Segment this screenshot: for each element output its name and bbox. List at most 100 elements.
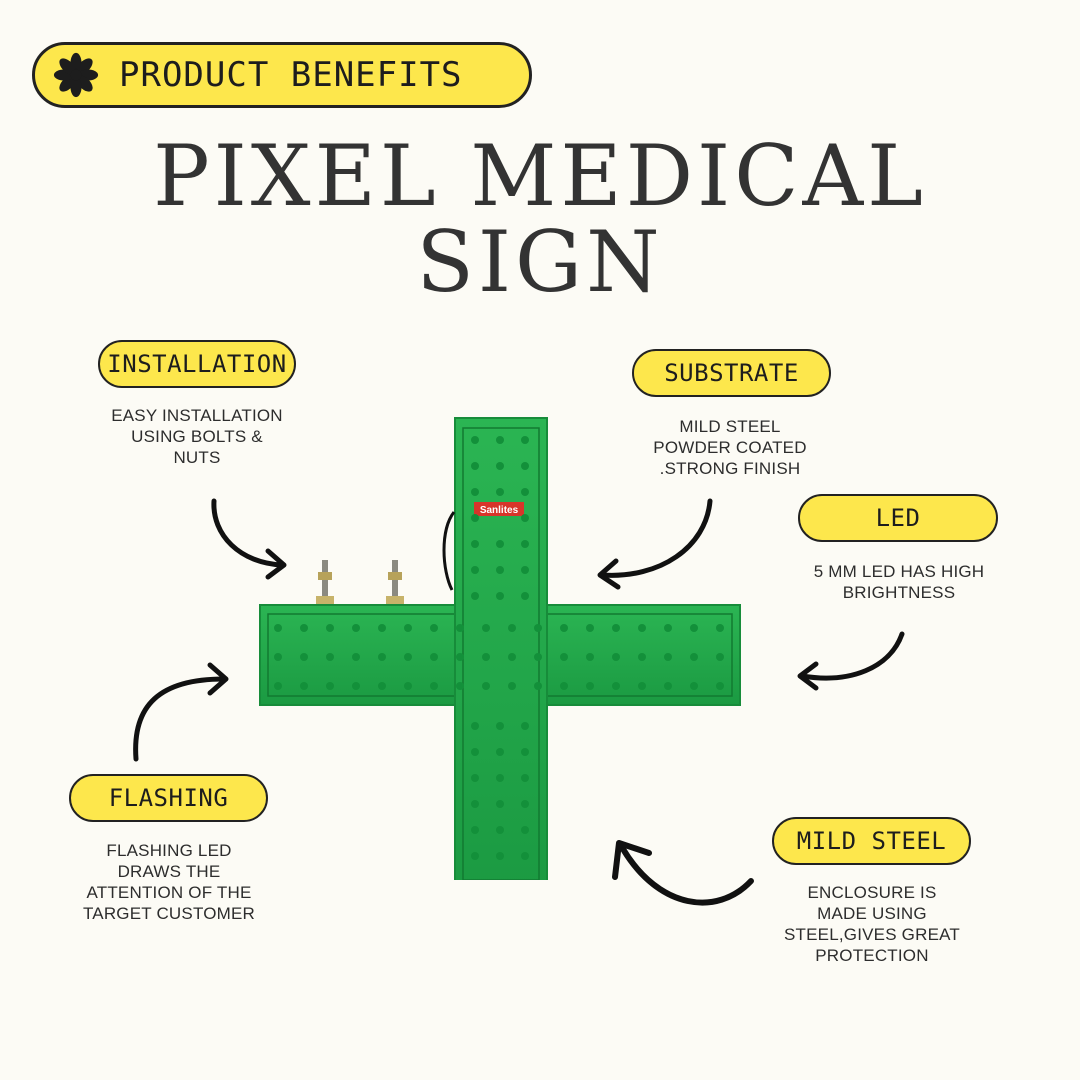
led-dot [521, 436, 529, 444]
header-label: PRODUCT BENEFITS [119, 55, 463, 95]
brand-label-bg [474, 502, 524, 516]
led-badge: LED [798, 494, 998, 542]
flashing-desc-line: TARGET CUSTOMER [82, 904, 256, 923]
installation-desc-line: USING BOLTS & [131, 427, 263, 446]
flashing-desc-line: DRAWS THE [117, 862, 221, 881]
mild-steel-arrow-icon [612, 840, 754, 906]
led-dot [471, 488, 479, 496]
led-desc-line: 5 MM LED HAS HIGH [813, 562, 985, 581]
led-dot [378, 682, 386, 690]
led-dot [690, 653, 698, 661]
led-dot [430, 624, 438, 632]
led-dot [482, 682, 490, 690]
led-dot [352, 682, 360, 690]
led-dot [521, 722, 529, 730]
led-dot [716, 624, 724, 632]
substrate-label: SUBSTRATE [664, 359, 799, 387]
substrate-description: MILD STEEL POWDER COATED .STRONG FINISH [630, 416, 830, 479]
led-dot [716, 653, 724, 661]
mild-steel-description: ENCLOSURE IS MADE USING STEEL,GIVES GREA… [766, 882, 978, 966]
led-dot [496, 540, 504, 548]
led-dot [456, 653, 464, 661]
led-dot [664, 624, 672, 632]
mild-steel-label: MILD STEEL [796, 827, 947, 855]
led-dot [300, 682, 308, 690]
led-dot [482, 653, 490, 661]
led-dot [404, 653, 412, 661]
led-dot [430, 682, 438, 690]
led-dot [471, 722, 479, 730]
mounting-bolt-2 [386, 560, 404, 604]
led-dot [300, 624, 308, 632]
led-dot [638, 624, 646, 632]
led-dot [586, 624, 594, 632]
led-dot [496, 722, 504, 730]
led-dot [638, 653, 646, 661]
led-dot [300, 653, 308, 661]
led-dot [352, 653, 360, 661]
brand-label: Sanlites [480, 505, 519, 516]
led-dot [612, 653, 620, 661]
led-dot [496, 436, 504, 444]
led-dot [496, 774, 504, 782]
led-dot [274, 624, 282, 632]
substrate-badge: SUBSTRATE [632, 349, 831, 397]
led-dot [716, 682, 724, 690]
led-dot [586, 682, 594, 690]
led-dot [471, 514, 479, 522]
led-dot [664, 653, 672, 661]
led-dot [521, 826, 529, 834]
substrate-desc-line: .STRONG FINISH [659, 459, 801, 478]
led-dot [471, 566, 479, 574]
flashing-label: FLASHING [108, 784, 229, 812]
mild-steel-desc-line: PROTECTION [815, 946, 929, 965]
led-dot [521, 488, 529, 496]
led-desc-line: BRIGHTNESS [842, 583, 956, 602]
installation-label: INSTALLATION [107, 350, 287, 378]
medical-cross-sign: Sanlites [259, 417, 741, 880]
flashing-arrow-icon [133, 662, 229, 762]
installation-desc-line: EASY INSTALLATION [111, 406, 283, 425]
led-dot [521, 774, 529, 782]
substrate-desc-line: MILD STEEL [679, 417, 781, 436]
led-dot [471, 592, 479, 600]
led-dot [560, 682, 568, 690]
led-dot [326, 682, 334, 690]
flashing-desc-line: FLASHING LED [106, 841, 232, 860]
led-dot [471, 800, 479, 808]
led-dot [274, 653, 282, 661]
page-title-line-2: SIGN [416, 213, 664, 311]
mounting-bolt-1 [316, 560, 334, 604]
mild-steel-desc-line: ENCLOSURE IS [807, 883, 937, 902]
led-dot [586, 653, 594, 661]
led-dot [378, 624, 386, 632]
led-dot [496, 488, 504, 496]
led-dot [482, 624, 490, 632]
led-dot [471, 852, 479, 860]
flower-icon [53, 52, 99, 98]
led-dot [521, 566, 529, 574]
led-dot [521, 540, 529, 548]
substrate-desc-line: POWDER COATED [653, 438, 807, 457]
led-dot [508, 682, 516, 690]
led-dot [496, 592, 504, 600]
led-dot [471, 748, 479, 756]
led-dot [430, 653, 438, 661]
led-dot [534, 653, 542, 661]
installation-desc-line: NUTS [173, 448, 221, 467]
installation-badge: INSTALLATION [98, 340, 296, 388]
led-dot [496, 826, 504, 834]
led-label: LED [875, 504, 921, 532]
led-dot [471, 462, 479, 470]
led-arrow-icon [797, 631, 905, 691]
led-dot [496, 748, 504, 756]
led-dot [326, 624, 334, 632]
led-dot [534, 682, 542, 690]
led-dot [404, 682, 412, 690]
led-dot [378, 653, 386, 661]
installation-arrow-icon [211, 498, 287, 580]
led-dot [456, 682, 464, 690]
mild-steel-badge: MILD STEEL [772, 817, 971, 865]
led-dot [521, 592, 529, 600]
led-dot [326, 653, 334, 661]
